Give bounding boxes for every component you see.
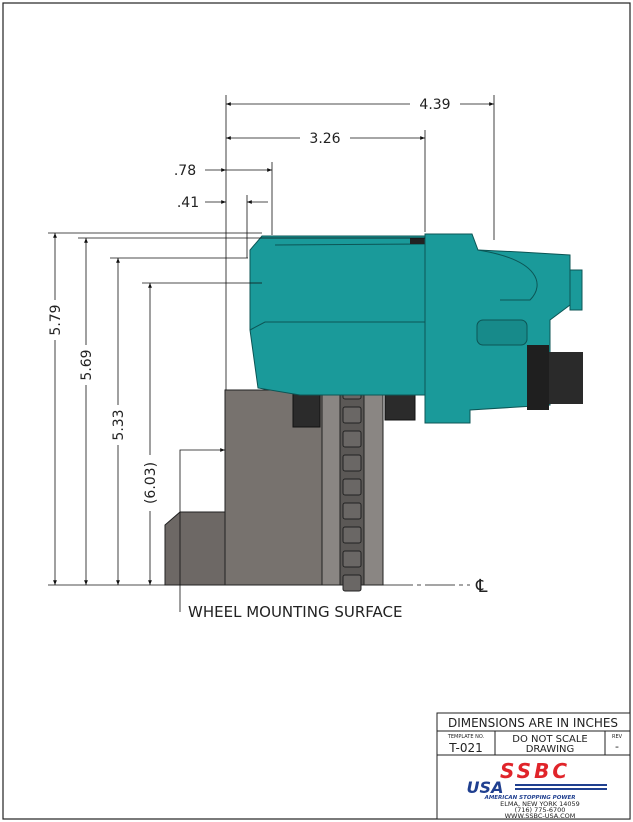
company-website: WWW.SSBC-USA.COM [505, 812, 576, 820]
dim-0-41: .41 [177, 195, 199, 211]
svg-text:USA: USA [467, 778, 504, 797]
template-number: T-021 [448, 741, 482, 755]
units-note: DIMENSIONS ARE IN INCHES [448, 716, 618, 730]
dim-5-79: 5.79 [48, 304, 64, 335]
centerline-symbol: ℄ [475, 576, 488, 597]
dim-5-33: 5.33 [111, 409, 127, 440]
dim-3-26: 3.26 [309, 131, 340, 147]
dimension-lines [53, 102, 494, 612]
svg-text:AMERICAN STOPPING POWER: AMERICAN STOPPING POWER [484, 795, 576, 801]
scale-note-line2: DRAWING [526, 744, 575, 755]
rotor-vent [342, 406, 362, 424]
svg-text:SSBC: SSBC [500, 759, 570, 783]
company-phone: (716) 775-6700 [515, 806, 566, 814]
wheel-mounting-surface-label: WHEEL MOUNTING SURFACE [188, 603, 402, 621]
rotor-vent [342, 502, 362, 520]
dim-6-03-reference: (6.03) [143, 462, 159, 504]
caliper [249, 233, 583, 424]
rotor-vent [342, 526, 362, 544]
rotor-vent [342, 550, 362, 568]
rev-value: - [615, 740, 619, 753]
extension-lines [48, 95, 495, 586]
dim-4-39: 4.39 [419, 97, 450, 113]
dim-0-78: .78 [174, 163, 196, 179]
template-label: TEMPLATE NO. [447, 734, 485, 740]
company-address: ELMA, NEW YORK 14059 [500, 800, 580, 808]
rotor-vent [342, 574, 362, 592]
rotor-vent [342, 430, 362, 448]
title-block: DIMENSIONS ARE IN INCHES TEMPLATE NO. T-… [436, 712, 631, 820]
rotor-vent [342, 454, 362, 472]
rotor-vent [342, 478, 362, 496]
rev-label: REV [612, 734, 623, 740]
dim-5-69: 5.69 [79, 349, 95, 380]
ssbc-usa-logo: SSBC USA AMERICAN STOPPING POWER [467, 759, 607, 801]
scale-note-line1: DO NOT SCALE [512, 734, 587, 745]
